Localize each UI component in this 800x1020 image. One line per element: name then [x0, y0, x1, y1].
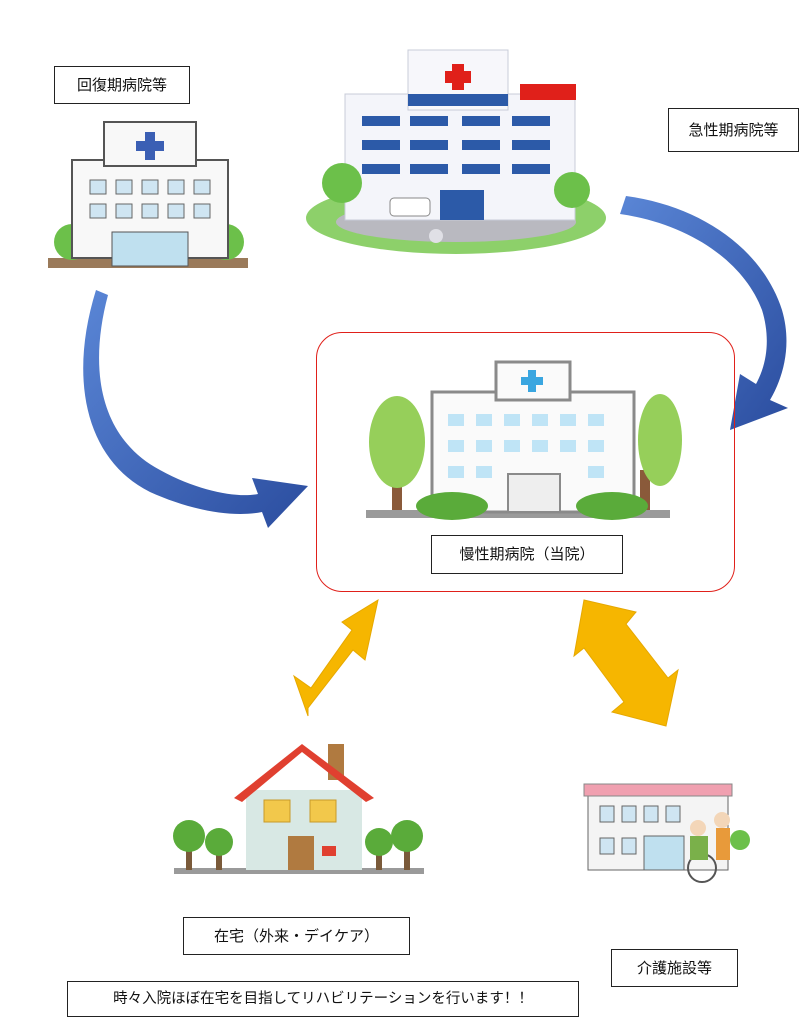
- acute-hospital-illustration: [306, 49, 606, 254]
- slogan-text: 時々入院ほぼ在宅を目指してリハビリテーションを行います！！: [67, 981, 579, 1017]
- recovery-hospital-illustration: [48, 121, 248, 268]
- home-label: 在宅（外来・デイケア）: [183, 917, 410, 955]
- blue-arrow-acute-to-chronic: [620, 196, 788, 430]
- care-facility-label: 介護施設等: [611, 949, 738, 987]
- care-facility-illustration: [583, 783, 750, 883]
- chronic-hospital-frame: [316, 332, 735, 592]
- yellow-double-arrow-home: [293, 598, 379, 717]
- blue-arrow-recovery-to-chronic: [83, 290, 308, 528]
- yellow-double-arrow-care: [573, 599, 679, 727]
- chronic-hospital-illustration: [366, 360, 682, 520]
- home-illustration: [173, 744, 424, 874]
- acute-hospital-label: 急性期病院等: [668, 108, 799, 152]
- chronic-hospital-label: 慢性期病院（当院）: [431, 535, 623, 574]
- recovery-hospital-label: 回復期病院等: [54, 66, 190, 104]
